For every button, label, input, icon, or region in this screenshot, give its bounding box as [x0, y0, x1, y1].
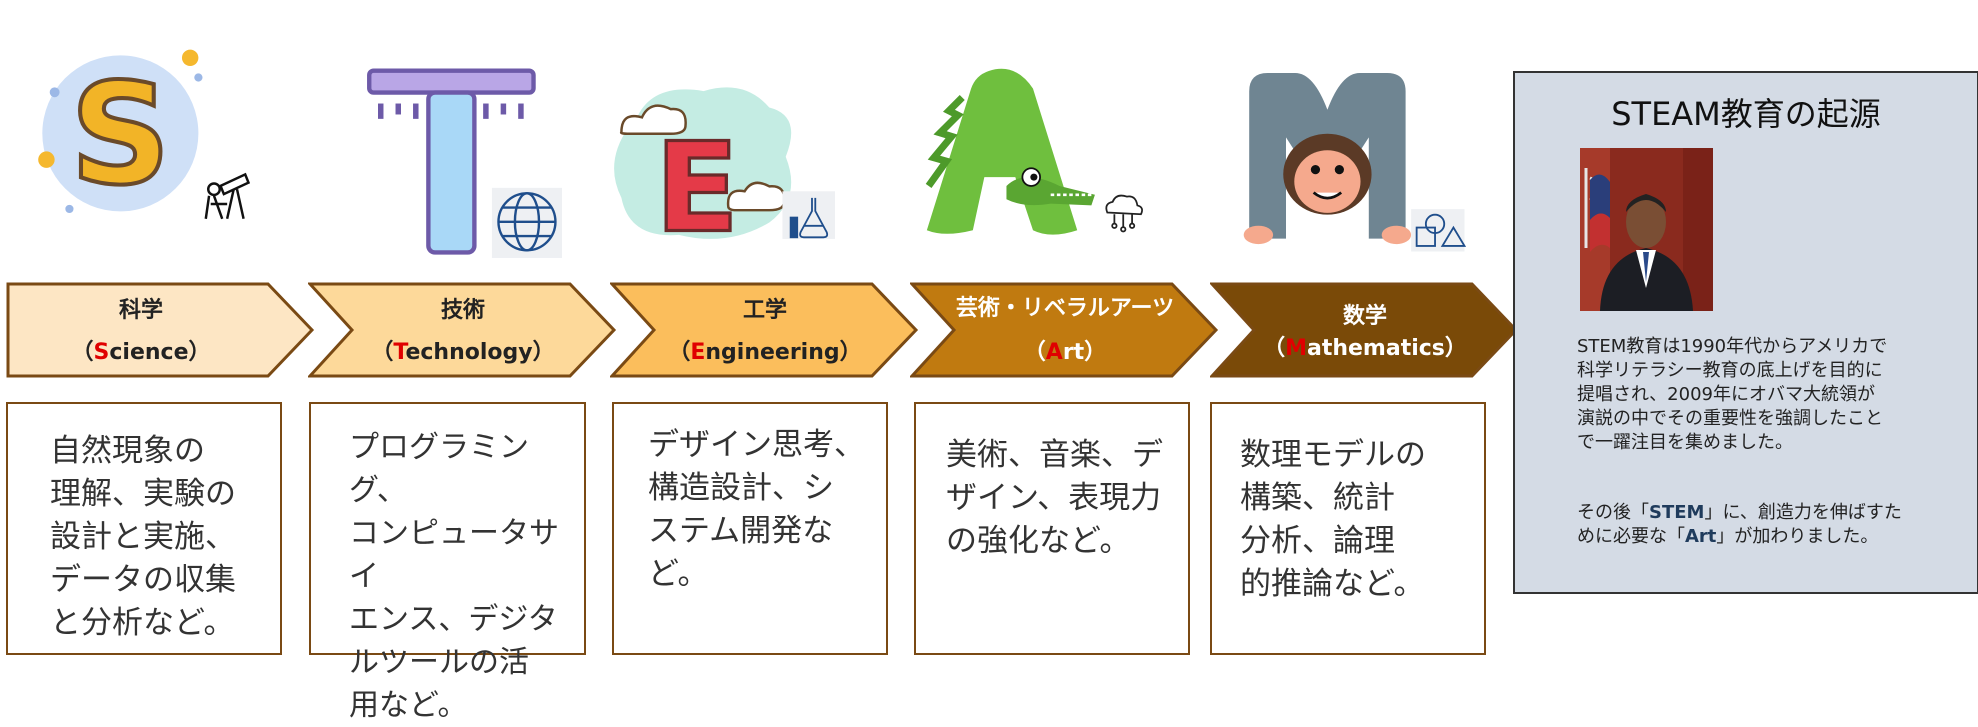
chevron-technology: 技術 （Technology）	[308, 282, 618, 378]
chevron-science: 科学 （Science）	[6, 282, 316, 378]
engineering-letter-illustration: E	[614, 87, 835, 262]
chevron-engineering: 工学 （Engineering）	[610, 282, 920, 378]
panel-description-2: その後「STEM」に、創造力を伸ばすた めに必要な「Art」が加わりました。	[1577, 502, 1902, 547]
mathematics-description: 数理モデルの 構築、統計 分析、論理 的推論など。	[1210, 402, 1486, 655]
chevron-mathematics: 数学 （Mathematics）	[1210, 282, 1520, 378]
math-letter-illustration	[1243, 73, 1467, 252]
art-description: 美術、音楽、デ ザイン、表現力 の強化など。	[914, 402, 1190, 655]
step-subtitle: （Mathematics）	[1263, 336, 1467, 361]
art-letter-illustration	[925, 68, 1143, 235]
technology-letter-illustration	[367, 68, 562, 258]
president-portrait-photo	[1580, 148, 1713, 311]
svg-text:S: S	[70, 53, 171, 216]
science-letter-illustration: S	[38, 49, 251, 220]
engineering-description: デザイン思考、 構造設計、シ ステム開発など。	[612, 402, 888, 655]
step-title: 数学	[1342, 304, 1387, 329]
shapes-icon	[1415, 213, 1467, 247]
science-description: 自然現象の 理解、実験の 設計と実施、 データの収集 と分析など。	[6, 402, 282, 655]
svg-text:E: E	[655, 118, 739, 261]
steam-origin-panel: STEAM教育の起源 STEM教育は1990年代からアメリカで 科学リテラシー教…	[1513, 71, 1978, 594]
panel-description: STEM教育は1990年代からアメリカで 科学リテラシー教育の底上げを目的に 提…	[1577, 336, 1888, 453]
globe-icon	[497, 192, 557, 252]
step-subtitle: （Science）	[71, 340, 211, 365]
chevron-art: 芸術・リベラルアーツ （Art）	[910, 282, 1220, 378]
step-title: 工学	[742, 298, 787, 323]
panel-title: STEAM教育の起源	[1611, 95, 1881, 133]
step-title: 技術	[440, 298, 485, 323]
cloud-network-icon	[1105, 194, 1143, 233]
step-subtitle: （Art）	[1023, 340, 1107, 365]
step-subtitle: （Technology）	[371, 340, 555, 365]
step-title: 科学	[118, 298, 163, 323]
flask-icon	[789, 197, 829, 239]
step-title: 芸術・リベラルアーツ	[955, 296, 1175, 321]
telescope-icon	[204, 172, 251, 220]
technology-description: プログラミング、 コンピュータサイ エンス、デジタ ルツールの活 用など。	[309, 402, 586, 723]
step-subtitle: （Engineering）	[668, 340, 862, 365]
